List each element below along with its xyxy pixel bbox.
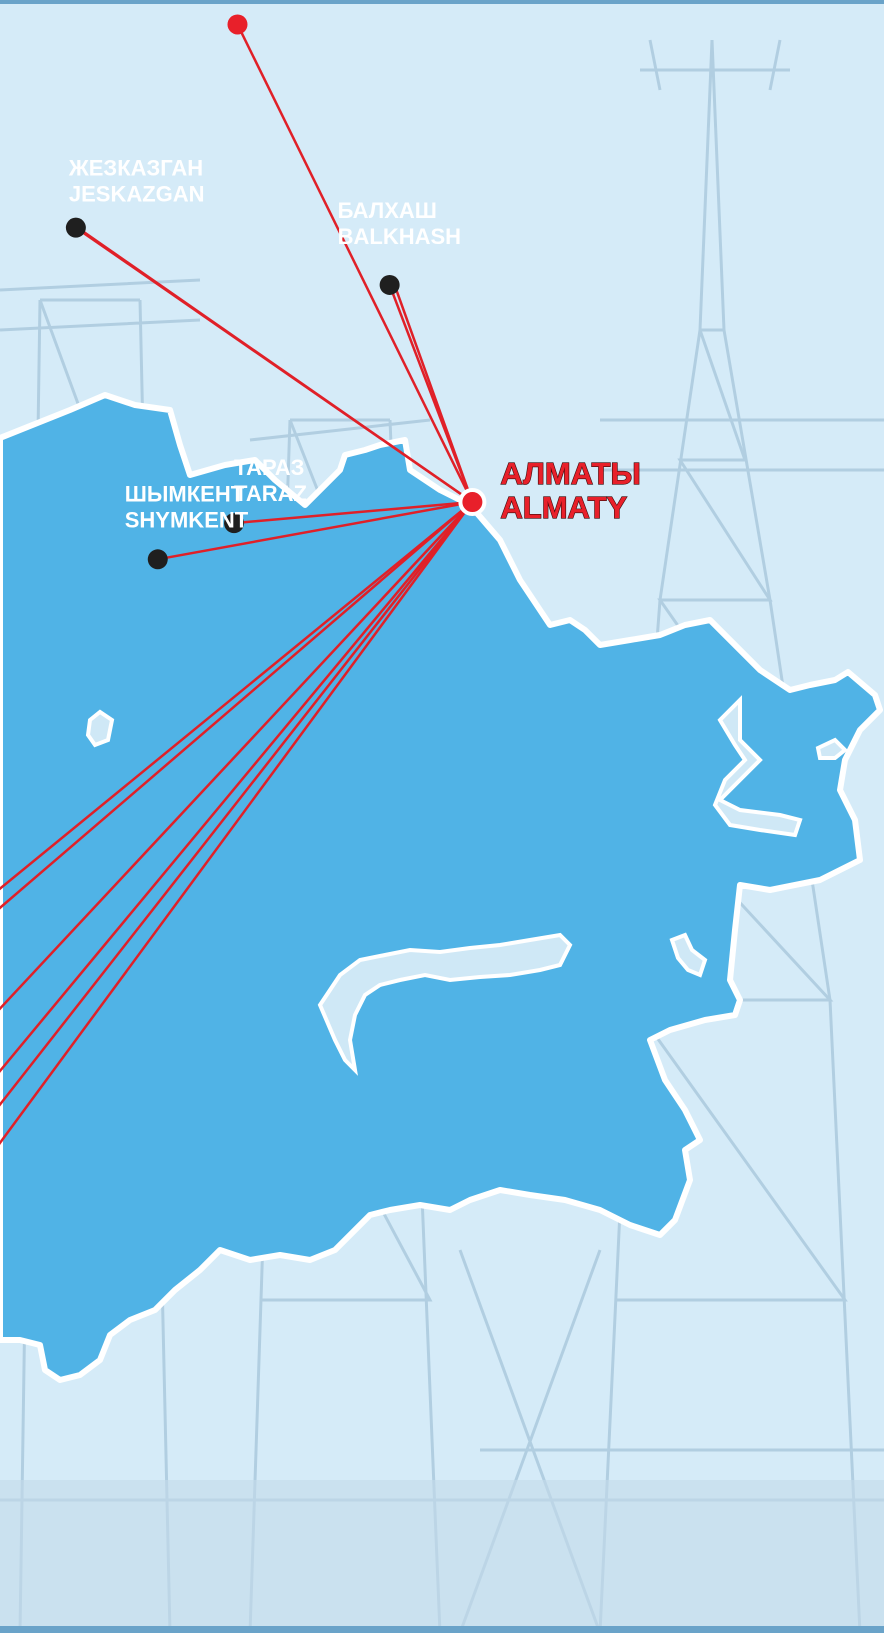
route-lines [0,23,474,1145]
route-line-offmap-6 [0,501,474,1145]
top-border [0,0,884,4]
lake-tengiz [85,709,115,748]
city-label-local-jeskazgan: ЖЕЗКАЗГАН [68,156,203,181]
city-markers [65,14,400,570]
ground-haze [0,1480,884,1633]
kazakhstan-landmass [0,392,883,1383]
route-line-offmap-2 [0,501,474,910]
city-label-en-taraz: TARAZ [234,481,307,506]
city-label-local-balkhash: БАЛХАШ [338,198,437,223]
route-line-shymkent [157,500,473,561]
city-label-en-shymkent: SHYMKENT [125,507,249,532]
route-line-offmap-5 [0,501,474,1107]
city-dot-shymkent [147,549,168,570]
lake-alakol [712,695,803,838]
hub-label-local: АЛМАТЫ [500,456,640,491]
city-label-local-taraz: ТАРАЗ [234,455,304,480]
route-line-balkhash-2 [394,287,474,503]
bottom-border [0,1626,884,1633]
lake-sasykkol [669,932,708,978]
city-dot-taraz [224,513,245,534]
route-line-offmap-4 [0,501,474,1073]
city-dot-balkhash [379,274,400,295]
city-dot-astana [227,14,248,35]
city-label-local-shymkent: ШЫМКЕНТ [125,481,245,506]
route-line-astana [236,23,474,503]
hub-label-en: ALMATY [500,490,627,525]
city-label-en-jeskazgan: JESKAZGAN [69,182,205,207]
city-dot-jeskazgan [65,217,86,238]
lake-balkhash [317,932,573,1076]
city-label-en-balkhash: BALKHASH [338,224,461,249]
city-labels: АСТАНАASTANAЖЕЗКАЗГАНJESKAZGANБАЛХАШBALK… [68,156,461,533]
hub-dot [458,488,487,517]
route-line-offmap-1 [0,501,474,891]
route-line-jeskazgan-2 [81,229,474,504]
route-line-taraz [233,500,473,525]
lake-zaysan [815,737,848,760]
route-line-offmap-3 [0,501,474,1011]
